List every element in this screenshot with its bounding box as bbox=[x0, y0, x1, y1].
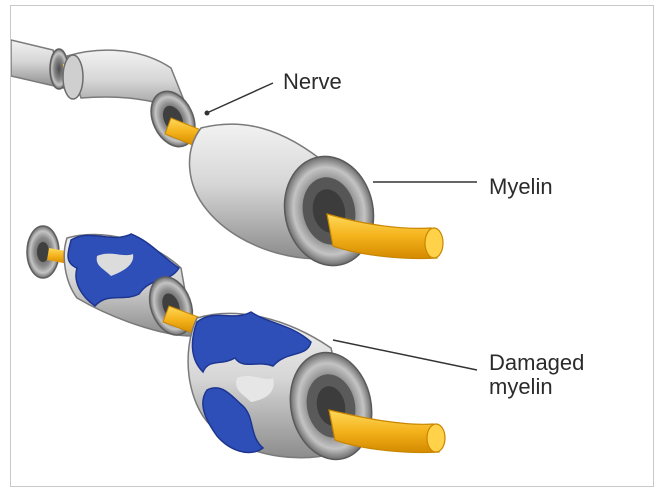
myelin-label-text: Myelin bbox=[489, 175, 553, 199]
nerve-pointer-line bbox=[209, 83, 273, 112]
nerve-label: Nerve bbox=[283, 70, 342, 94]
damaged-myelin-label-line2: myelin bbox=[489, 375, 584, 399]
diagram-frame: Nerve Myelin Damaged myelin bbox=[10, 5, 654, 487]
myelin-label: Myelin bbox=[489, 175, 553, 199]
damaged-myelin-label: Damaged myelin bbox=[489, 351, 584, 399]
nerve-pointer-dot bbox=[205, 111, 210, 116]
nerve-label-text: Nerve bbox=[283, 70, 342, 94]
damaged-myelin-label-line1: Damaged bbox=[489, 351, 584, 375]
sheath-segment-left bbox=[11, 40, 68, 89]
damaged-nerve bbox=[27, 226, 445, 467]
